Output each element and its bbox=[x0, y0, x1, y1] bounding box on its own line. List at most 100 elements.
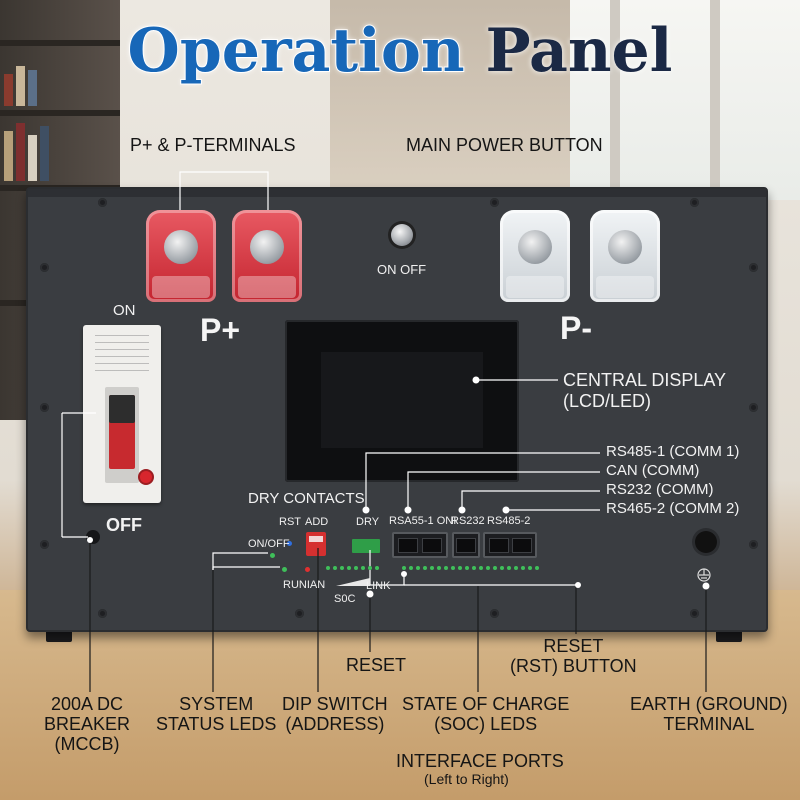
led-indicator-icon bbox=[375, 566, 379, 570]
screw bbox=[40, 540, 49, 549]
led-indicator-icon bbox=[451, 566, 455, 570]
link-label: LINK bbox=[366, 580, 391, 592]
led-indicator-icon bbox=[479, 566, 483, 570]
callout-rs485-1: RS485-1 (COMM 1) bbox=[606, 443, 740, 460]
rj45-port-icon bbox=[456, 538, 476, 553]
title-word-panel: Panel bbox=[485, 16, 673, 86]
port3-label: RS485-2 bbox=[487, 515, 531, 527]
port2-label: RS232 bbox=[451, 515, 485, 527]
device-foot bbox=[46, 630, 72, 642]
background-shelf bbox=[330, 0, 600, 190]
led-indicator-icon bbox=[514, 566, 518, 570]
dry-contact-connector bbox=[352, 539, 380, 553]
callout-rs232: RS232 (COMM) bbox=[606, 481, 714, 498]
led-indicator-icon bbox=[535, 566, 539, 570]
rs232-port[interactable] bbox=[452, 532, 480, 558]
p-plus-label: P+ bbox=[200, 312, 241, 348]
breaker-trip-button[interactable] bbox=[140, 471, 152, 483]
led-indicator-icon bbox=[326, 566, 330, 570]
led-indicator-icon bbox=[402, 566, 406, 570]
led-indicator-icon bbox=[472, 566, 476, 570]
device-foot bbox=[716, 630, 742, 642]
port1-label: RSA55-1 ONI bbox=[389, 515, 457, 527]
p-plus-terminal-1[interactable] bbox=[146, 210, 216, 302]
led-indicator-icon bbox=[416, 566, 420, 570]
callout-reset-button: RESET(RST) BUTTON bbox=[510, 636, 637, 677]
screw bbox=[749, 403, 758, 412]
off-label: OFF bbox=[106, 515, 142, 535]
on-label: ON bbox=[113, 302, 136, 319]
led-indicator-icon bbox=[500, 566, 504, 570]
dry-label: DRY bbox=[356, 516, 380, 528]
dc-breaker[interactable] bbox=[83, 325, 161, 503]
p-minus-terminal-2[interactable] bbox=[590, 210, 660, 302]
led-indicator-icon bbox=[528, 566, 532, 570]
led-indicator-icon bbox=[340, 566, 344, 570]
breaker-toggle[interactable] bbox=[109, 395, 135, 469]
status-led-icon bbox=[282, 567, 287, 572]
p-minus-terminal-1[interactable] bbox=[500, 210, 570, 302]
status-led-icon bbox=[270, 553, 275, 558]
rst-label: RST bbox=[279, 516, 301, 528]
rst-led-icon bbox=[287, 541, 292, 546]
led-indicator-icon bbox=[347, 566, 351, 570]
callout-rs465-2: RS465-2 (COMM 2) bbox=[606, 500, 740, 517]
screw bbox=[295, 609, 304, 618]
rj45-port-icon bbox=[512, 538, 532, 553]
led-indicator-icon bbox=[486, 566, 490, 570]
callout-reset: RESET bbox=[346, 655, 407, 675]
screw bbox=[98, 198, 107, 207]
on-off-led-label: ON/OFF bbox=[248, 538, 290, 550]
rj45-port-icon bbox=[398, 538, 418, 553]
led-indicator-icon bbox=[493, 566, 497, 570]
power-switch-label: ON OFF bbox=[377, 262, 427, 277]
dip-switch[interactable] bbox=[306, 532, 326, 556]
screw bbox=[749, 540, 758, 549]
title-word-operation: Operation bbox=[127, 15, 466, 87]
led-indicator-icon bbox=[368, 566, 372, 570]
led-indicator-icon bbox=[444, 566, 448, 570]
background-window bbox=[570, 0, 800, 200]
callout-terminals: P+ & P-TERMINALS bbox=[130, 135, 296, 155]
rj45-port-icon bbox=[489, 538, 509, 553]
rj45-port-icon bbox=[422, 538, 442, 553]
callout-central-display: CENTRAL DISPLAY(LCD/LED) bbox=[563, 370, 727, 411]
led-indicator-icon bbox=[423, 566, 427, 570]
led-indicator-icon bbox=[507, 566, 511, 570]
callout-soc-leds: STATE OF CHARGE(SOC) LEDS bbox=[402, 694, 570, 735]
led-indicator-icon bbox=[354, 566, 358, 570]
rs485-1-port[interactable] bbox=[392, 532, 448, 558]
led-indicator-icon bbox=[437, 566, 441, 570]
callout-interface-ports: INTERFACE PORTS bbox=[396, 751, 564, 771]
led-indicator-icon bbox=[409, 566, 413, 570]
screw bbox=[40, 403, 49, 412]
screw bbox=[40, 263, 49, 272]
screw bbox=[490, 198, 499, 207]
led-indicator-icon bbox=[465, 566, 469, 570]
screw bbox=[749, 263, 758, 272]
p-plus-terminal-2[interactable] bbox=[232, 210, 302, 302]
power-button-icon[interactable] bbox=[391, 224, 413, 246]
led-indicator-icon bbox=[333, 566, 337, 570]
rs485-2-port[interactable] bbox=[483, 532, 537, 558]
callout-main-power: MAIN POWER BUTTON bbox=[406, 135, 603, 155]
led-indicator-icon bbox=[430, 566, 434, 570]
callout-earth: EARTH (GROUND)TERMINAL bbox=[630, 694, 788, 735]
screw bbox=[490, 609, 499, 618]
callout-interface-sub: (Left to Right) bbox=[424, 771, 509, 787]
p-minus-label: P- bbox=[560, 310, 592, 346]
screw bbox=[98, 609, 107, 618]
callout-dry-contacts: DRY CONTACTS bbox=[248, 490, 365, 507]
callout-can: CAN (COMM) bbox=[606, 462, 700, 479]
led-indicator-icon bbox=[521, 566, 525, 570]
callout-dip-switch: DIP SWITCH(ADDRESS) bbox=[282, 694, 388, 735]
breaker-off-knob bbox=[86, 530, 100, 544]
soc-label: S0C bbox=[334, 593, 356, 605]
add-label: ADD bbox=[305, 516, 329, 528]
screw bbox=[690, 198, 699, 207]
screw bbox=[690, 609, 699, 618]
led-indicator-icon bbox=[458, 566, 462, 570]
status-led-icon bbox=[305, 567, 310, 572]
